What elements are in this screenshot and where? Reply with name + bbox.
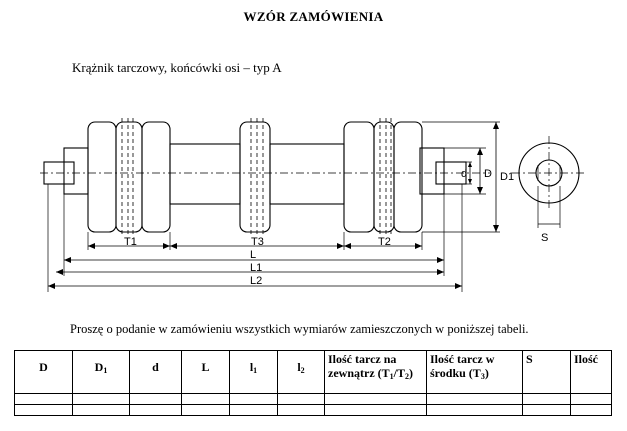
label-d1: D1	[500, 171, 514, 183]
table-cell[interactable]	[72, 393, 130, 405]
table-cell[interactable]	[181, 393, 230, 405]
table-cell[interactable]	[570, 404, 612, 416]
roller-drawing: T1 T3 T2 L L1 L2 d D D1 S	[40, 118, 586, 292]
label-l: L	[250, 249, 256, 261]
table-cell[interactable]	[522, 393, 571, 405]
table-cell[interactable]	[229, 393, 278, 405]
label-t2: T2	[378, 236, 391, 248]
col-d-inner: d	[129, 350, 182, 394]
label-l1: L1	[250, 262, 262, 274]
label-l2: L2	[250, 275, 262, 287]
label-d: D	[484, 168, 492, 180]
table-row	[14, 404, 612, 416]
label-t1: T1	[124, 236, 137, 248]
col-d-outer: D	[14, 350, 73, 394]
table-cell[interactable]	[570, 393, 612, 405]
table-cell[interactable]	[522, 404, 571, 416]
table-cell[interactable]	[14, 393, 73, 405]
col-l: L	[181, 350, 230, 394]
table-cell[interactable]	[324, 393, 427, 405]
col-s: S	[522, 350, 571, 394]
table-cell[interactable]	[129, 404, 182, 416]
label-s: S	[541, 232, 548, 244]
label-t3: T3	[251, 236, 264, 248]
col-qty: Ilość	[570, 350, 612, 394]
table-cell[interactable]	[426, 404, 523, 416]
label-d-small: d	[461, 168, 467, 180]
col-l1: l1	[229, 350, 278, 394]
table-cell[interactable]	[14, 404, 73, 416]
table-cell[interactable]	[277, 393, 325, 405]
table-cell[interactable]	[426, 393, 523, 405]
order-instruction: Proszę o podanie w zamówieniu wszystkich…	[70, 322, 529, 336]
table-row	[14, 393, 612, 405]
table-cell[interactable]	[277, 404, 325, 416]
table-cell[interactable]	[181, 404, 230, 416]
page-title: WZÓR ZAMÓWIENIA	[243, 9, 384, 24]
diagram-subtitle: Krążnik tarczowy, końcówki osi – typ A	[72, 60, 282, 75]
col-d1: D1	[72, 350, 130, 394]
table-cell[interactable]	[129, 393, 182, 405]
table-cell[interactable]	[229, 404, 278, 416]
table-cell[interactable]	[324, 404, 427, 416]
table-cell[interactable]	[72, 404, 130, 416]
col-l2: l2	[277, 350, 325, 394]
